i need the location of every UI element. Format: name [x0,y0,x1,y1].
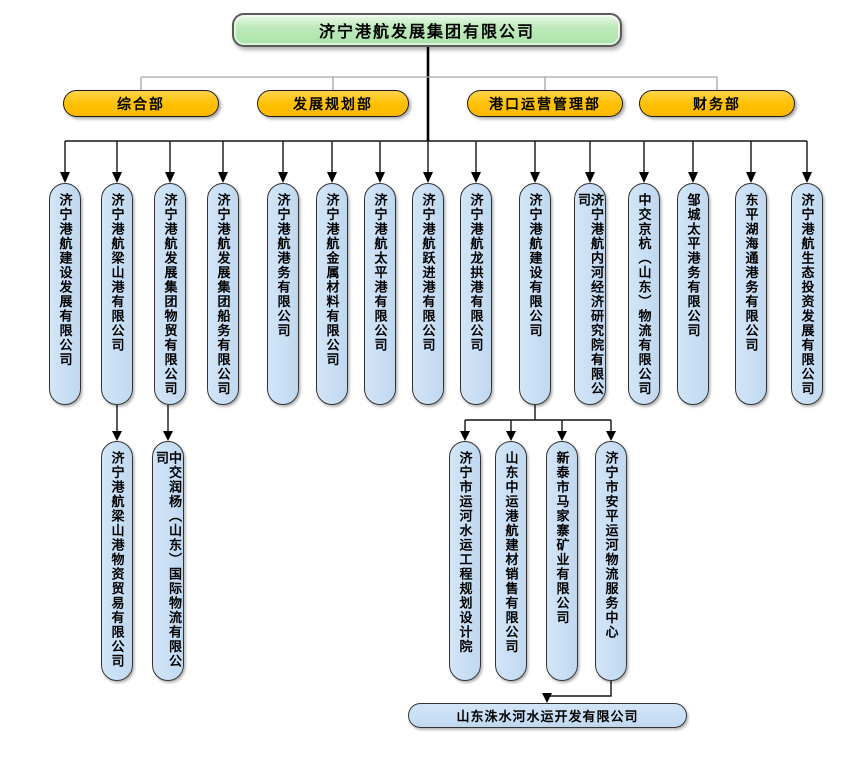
level5-node: 山东洙水河水运开发有限公司 [408,703,687,728]
subsidiary-node: 济宁港航龙拱港有限公司 [460,183,492,405]
subsidiary-node: 邹城太平港务有限公司 [677,183,709,405]
subsidiary-label: 济宁港航港务有限公司 [275,193,291,338]
sub-subsidiary-node: 中交润杨（山东）国际物流有限公司 [152,441,184,681]
sub-subsidiary-node: 山东中运港航建材销售有限公司 [495,441,527,681]
sub-subsidiary-label: 济宁港航梁山港物资贸易有限公司 [109,451,125,669]
subsidiary-node: 济宁港航跃进港有限公司 [412,183,444,405]
department-rail-line [140,76,718,90]
subsidiary-node: 济宁港航生态投资发展有限公司 [791,183,823,405]
sub-subsidiary-node: 济宁市运河水运工程规划设计院 [449,441,481,681]
sub-subsidiary-node: 济宁市安平运河物流服务中心 [595,441,627,681]
subsidiary-node: 济宁港航太平港有限公司 [364,183,396,405]
subsidiary-label: 中交京杭（山东）物流有限公司 [636,193,652,396]
dept-node-general: 综合部 [63,90,219,117]
level4-connector-lines [116,405,612,431]
subsidiary-node: 济宁港航发展集团物贸有限公司 [154,183,186,405]
dept-node-port-operation: 港口运营管理部 [467,90,623,117]
subsidiary-label: 济宁港航生态投资发展有限公司 [799,193,815,396]
subsidiary-label: 济宁港航建设有限公司 [527,193,543,338]
sub-subsidiary-label: 济宁市安平运河物流服务中心 [603,451,619,640]
level4-arrowheads [112,431,616,441]
sub-subsidiary-label: 新泰市马家寨矿业有限公司 [554,451,570,625]
subsidiary-label: 邹城太平港务有限公司 [685,193,701,338]
subsidiary-node: 济宁港航内河经济研究院有限公司 [574,183,606,405]
subsidiary-label: 济宁港航跃进港有限公司 [420,193,436,353]
subsidiary-label: 济宁港航发展集团船务有限公司 [215,193,231,396]
subsidiary-label: 济宁港航太平港有限公司 [372,193,388,353]
subsidiary-label: 济宁港航发展集团物贸有限公司 [162,193,178,396]
sub-subsidiary-label: 济宁市运河水运工程规划设计院 [457,451,473,654]
subsidiary-node: 济宁港航建设发展有限公司 [49,183,81,405]
subsidiary-label: 济宁港航内河经济研究院有限公司 [576,193,604,396]
root-node: 济宁港航发展集团有限公司 [232,13,622,47]
dept-node-planning: 发展规划部 [257,90,409,117]
sub-subsidiary-label: 中交润杨（山东）国际物流有限公司 [154,451,182,669]
subsidiary-label: 济宁港航建设发展有限公司 [57,193,73,367]
level5-connector-line [546,681,612,697]
sub-subsidiary-label: 山东中运港航建材销售有限公司 [503,451,519,654]
subsidiary-node: 济宁港航发展集团船务有限公司 [207,183,239,405]
subsidiary-drop-lines [64,141,808,173]
subsidiary-node: 济宁港航梁山港有限公司 [101,183,133,405]
subsidiary-label: 东平湖海通港务有限公司 [743,193,759,353]
subsidiary-node: 济宁港航建设有限公司 [519,183,551,405]
subsidiary-node: 东平湖海通港务有限公司 [735,183,767,405]
subsidiary-label: 济宁港航梁山港有限公司 [109,193,125,353]
subsidiary-arrowheads [60,172,812,183]
subsidiary-node: 济宁港航港务有限公司 [267,183,299,405]
subsidiary-label: 济宁港航龙拱港有限公司 [468,193,484,353]
subsidiary-label: 济宁港航金属材料有限公司 [324,193,340,367]
level5-arrowhead [542,693,552,703]
sub-subsidiary-node: 济宁港航梁山港物资贸易有限公司 [101,441,133,681]
sub-subsidiary-node: 新泰市马家寨矿业有限公司 [546,441,578,681]
dept-node-finance: 财务部 [639,90,795,117]
subsidiary-node: 中交京杭（山东）物流有限公司 [628,183,660,405]
subsidiary-node: 济宁港航金属材料有限公司 [316,183,348,405]
